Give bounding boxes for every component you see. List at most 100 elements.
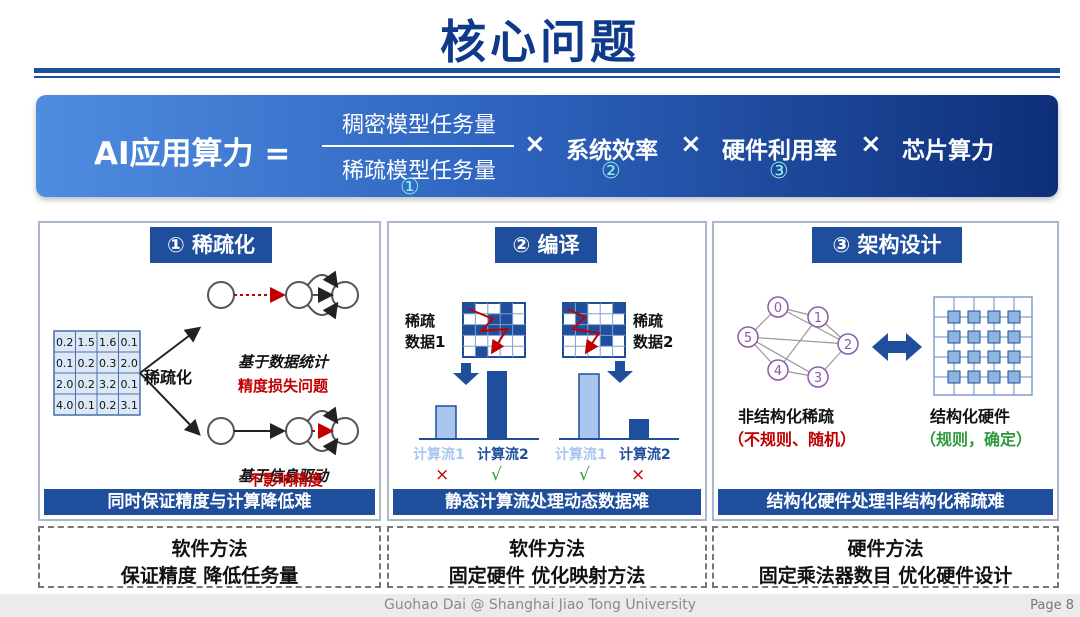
method-detail: 固定乘法器数目 优化硬件设计	[758, 565, 1013, 587]
title-rule	[34, 68, 1060, 73]
down-arrow-1	[453, 363, 479, 385]
flow2-label: 计算流2	[619, 447, 671, 463]
down-arrow-2	[607, 361, 633, 383]
formula-numerator: 稠密模型任务量	[341, 113, 496, 138]
sparse-data1-label: 稀疏 数据1	[405, 311, 445, 353]
graph-node: 4	[774, 364, 782, 379]
matrix-cell: 0.2	[77, 378, 95, 391]
bar-flow1-data2	[578, 373, 600, 440]
graph-node: 5	[744, 331, 752, 346]
graph-node: 3	[814, 371, 822, 386]
matrix-cell: 2.0	[56, 378, 73, 391]
cross-mark: ×	[631, 465, 646, 485]
matrix-cell: 1.6	[99, 336, 117, 349]
bar-flow2-data2	[629, 419, 649, 439]
compilation-diagram	[419, 302, 679, 440]
formula-term-efficiency: 系统效率	[566, 138, 658, 164]
formula-lhs: AI应用算力 =	[94, 136, 291, 172]
method-detail: 保证精度 降低任务量	[120, 565, 299, 587]
matrix-cell: 0.2	[56, 336, 73, 349]
times-sign-3: ×	[860, 129, 882, 159]
panel-header: ① 稀疏化	[150, 227, 272, 263]
times-sign-2: ×	[680, 129, 702, 159]
unstructured-sparse-label: 非结构化稀疏	[738, 407, 835, 426]
formula-marker-3: ③	[769, 159, 789, 184]
slide-footer: Guohao Dai @ Shanghai Jiao Tong Universi…	[0, 594, 1080, 617]
matrix-cell: 2.0	[120, 357, 138, 370]
panel-footer: 结构化硬件处理非结构化稀疏难	[718, 489, 1053, 515]
bar-flow2-data1	[487, 371, 507, 439]
page-number: Page 8	[1030, 598, 1074, 613]
graph-node: 2	[844, 338, 852, 353]
sparse-data1-line1: 稀疏	[405, 312, 436, 330]
no-accuracy-impact-label: 不影响精度	[248, 471, 324, 489]
formula-marker-2: ②	[601, 159, 621, 184]
hardware-grid	[933, 296, 1033, 396]
panel-header: ② 编译	[495, 227, 597, 263]
matrix-cell: 0.1	[56, 357, 73, 370]
flow2-label: 计算流2	[477, 447, 529, 463]
network-bottom	[207, 417, 359, 445]
regular-deterministic-label: （规则，确定）	[920, 430, 1033, 449]
panel-compilation: ② 编译	[387, 221, 707, 521]
panel-footer: 静态计算流处理动态数据难	[393, 489, 701, 515]
title-rule-thin	[34, 76, 1060, 78]
sparse-data2-line1: 稀疏	[633, 312, 664, 330]
sparse-data1-line2: 数据1	[405, 333, 446, 351]
formula-denominator: 稀疏模型任务量	[341, 159, 496, 184]
method-box-hardware: 硬件方法 固定乘法器数目 优化硬件设计	[712, 526, 1059, 588]
sparse-grid-2	[562, 302, 626, 358]
method-box-software-1: 软件方法 保证精度 降低任务量	[38, 526, 381, 588]
branch-arrow-down	[139, 372, 201, 436]
sparse-data2-label: 稀疏 数据2	[633, 311, 673, 353]
sparsify-label: 稀疏化	[144, 368, 192, 387]
cross-mark: ×	[435, 465, 450, 485]
flow1-label: 计算流1	[413, 447, 465, 463]
panel-footer: 同时保证精度与计算降低难	[44, 489, 375, 515]
matrix-cell: 3.2	[99, 378, 117, 391]
graph-nodes: 0 1 2 3 4 5	[737, 296, 859, 388]
bar-flow1-data1	[435, 405, 457, 440]
matrix-cell: 0.1	[120, 336, 138, 349]
flow1-label: 计算流1	[555, 447, 607, 463]
structured-hardware-label: 结构化硬件	[930, 407, 1011, 426]
graph-node: 0	[774, 301, 782, 316]
sparse-matrix: 0.2 1.5 1.6 0.1 0.1 0.2 0.3 2.0 2.0 0.2 …	[53, 330, 141, 416]
formula-marker-1: ①	[400, 175, 420, 200]
method-type: 软件方法	[171, 538, 248, 560]
info-driven-label: 基于信息驱动	[238, 467, 330, 485]
graph-edges	[747, 306, 849, 378]
sparse-data2-line2: 数据2	[633, 333, 674, 351]
method-type: 软件方法	[508, 538, 585, 560]
formula-term-utilization: 硬件利用率	[722, 138, 837, 164]
author-credit: Guohao Dai @ Shanghai Jiao Tong Universi…	[384, 597, 696, 613]
matrix-cell: 1.5	[77, 336, 95, 349]
page-title: 核心问题	[440, 15, 640, 69]
method-type: 硬件方法	[847, 538, 924, 560]
matrix-cell: 0.1	[120, 378, 138, 391]
graph-node: 1	[814, 311, 822, 326]
fraction-bar	[322, 145, 514, 147]
matrix-cell: 4.0	[56, 399, 73, 412]
matrix-cell: 0.3	[99, 357, 117, 370]
matrix-cell: 3.1	[120, 399, 138, 412]
matrix-cell: 0.2	[99, 399, 117, 412]
stats-based-label: 基于数据统计	[238, 353, 330, 371]
sparsification-diagram: 0.2 1.5 1.6 0.1 0.1 0.2 0.3 2.0 2.0 0.2 …	[53, 270, 359, 485]
formula-term-chip-power: 芯片算力	[902, 138, 994, 164]
double-arrow-icon	[872, 333, 922, 361]
formula-banner: AI应用算力 = 稠密模型任务量 稀疏模型任务量 ① × 系统效率 ② × 硬件…	[36, 95, 1058, 200]
architecture-diagram: 0 1 2 3 4 5	[737, 296, 1033, 396]
network-top	[207, 281, 359, 309]
irregular-random-label: （不规则、随机）	[728, 430, 857, 449]
method-detail: 固定硬件 优化映射方法	[448, 565, 646, 587]
times-sign-1: ×	[524, 129, 546, 159]
check-mark: √	[491, 465, 502, 485]
check-mark: √	[579, 465, 590, 485]
accuracy-loss-label: 精度损失问题	[238, 377, 329, 395]
panel-architecture: ③ 架构设计 0 1 2 3 4 5	[712, 221, 1059, 521]
panel-sparsification: ① 稀疏化 0.2 1.5 1.6 0.1 0.1 0.2 0.3 2.0 2.…	[38, 221, 381, 521]
method-box-software-2: 软件方法 固定硬件 优化映射方法	[387, 526, 707, 588]
sparse-grid-1	[462, 302, 526, 358]
panel-header: ③ 架构设计	[812, 227, 962, 263]
